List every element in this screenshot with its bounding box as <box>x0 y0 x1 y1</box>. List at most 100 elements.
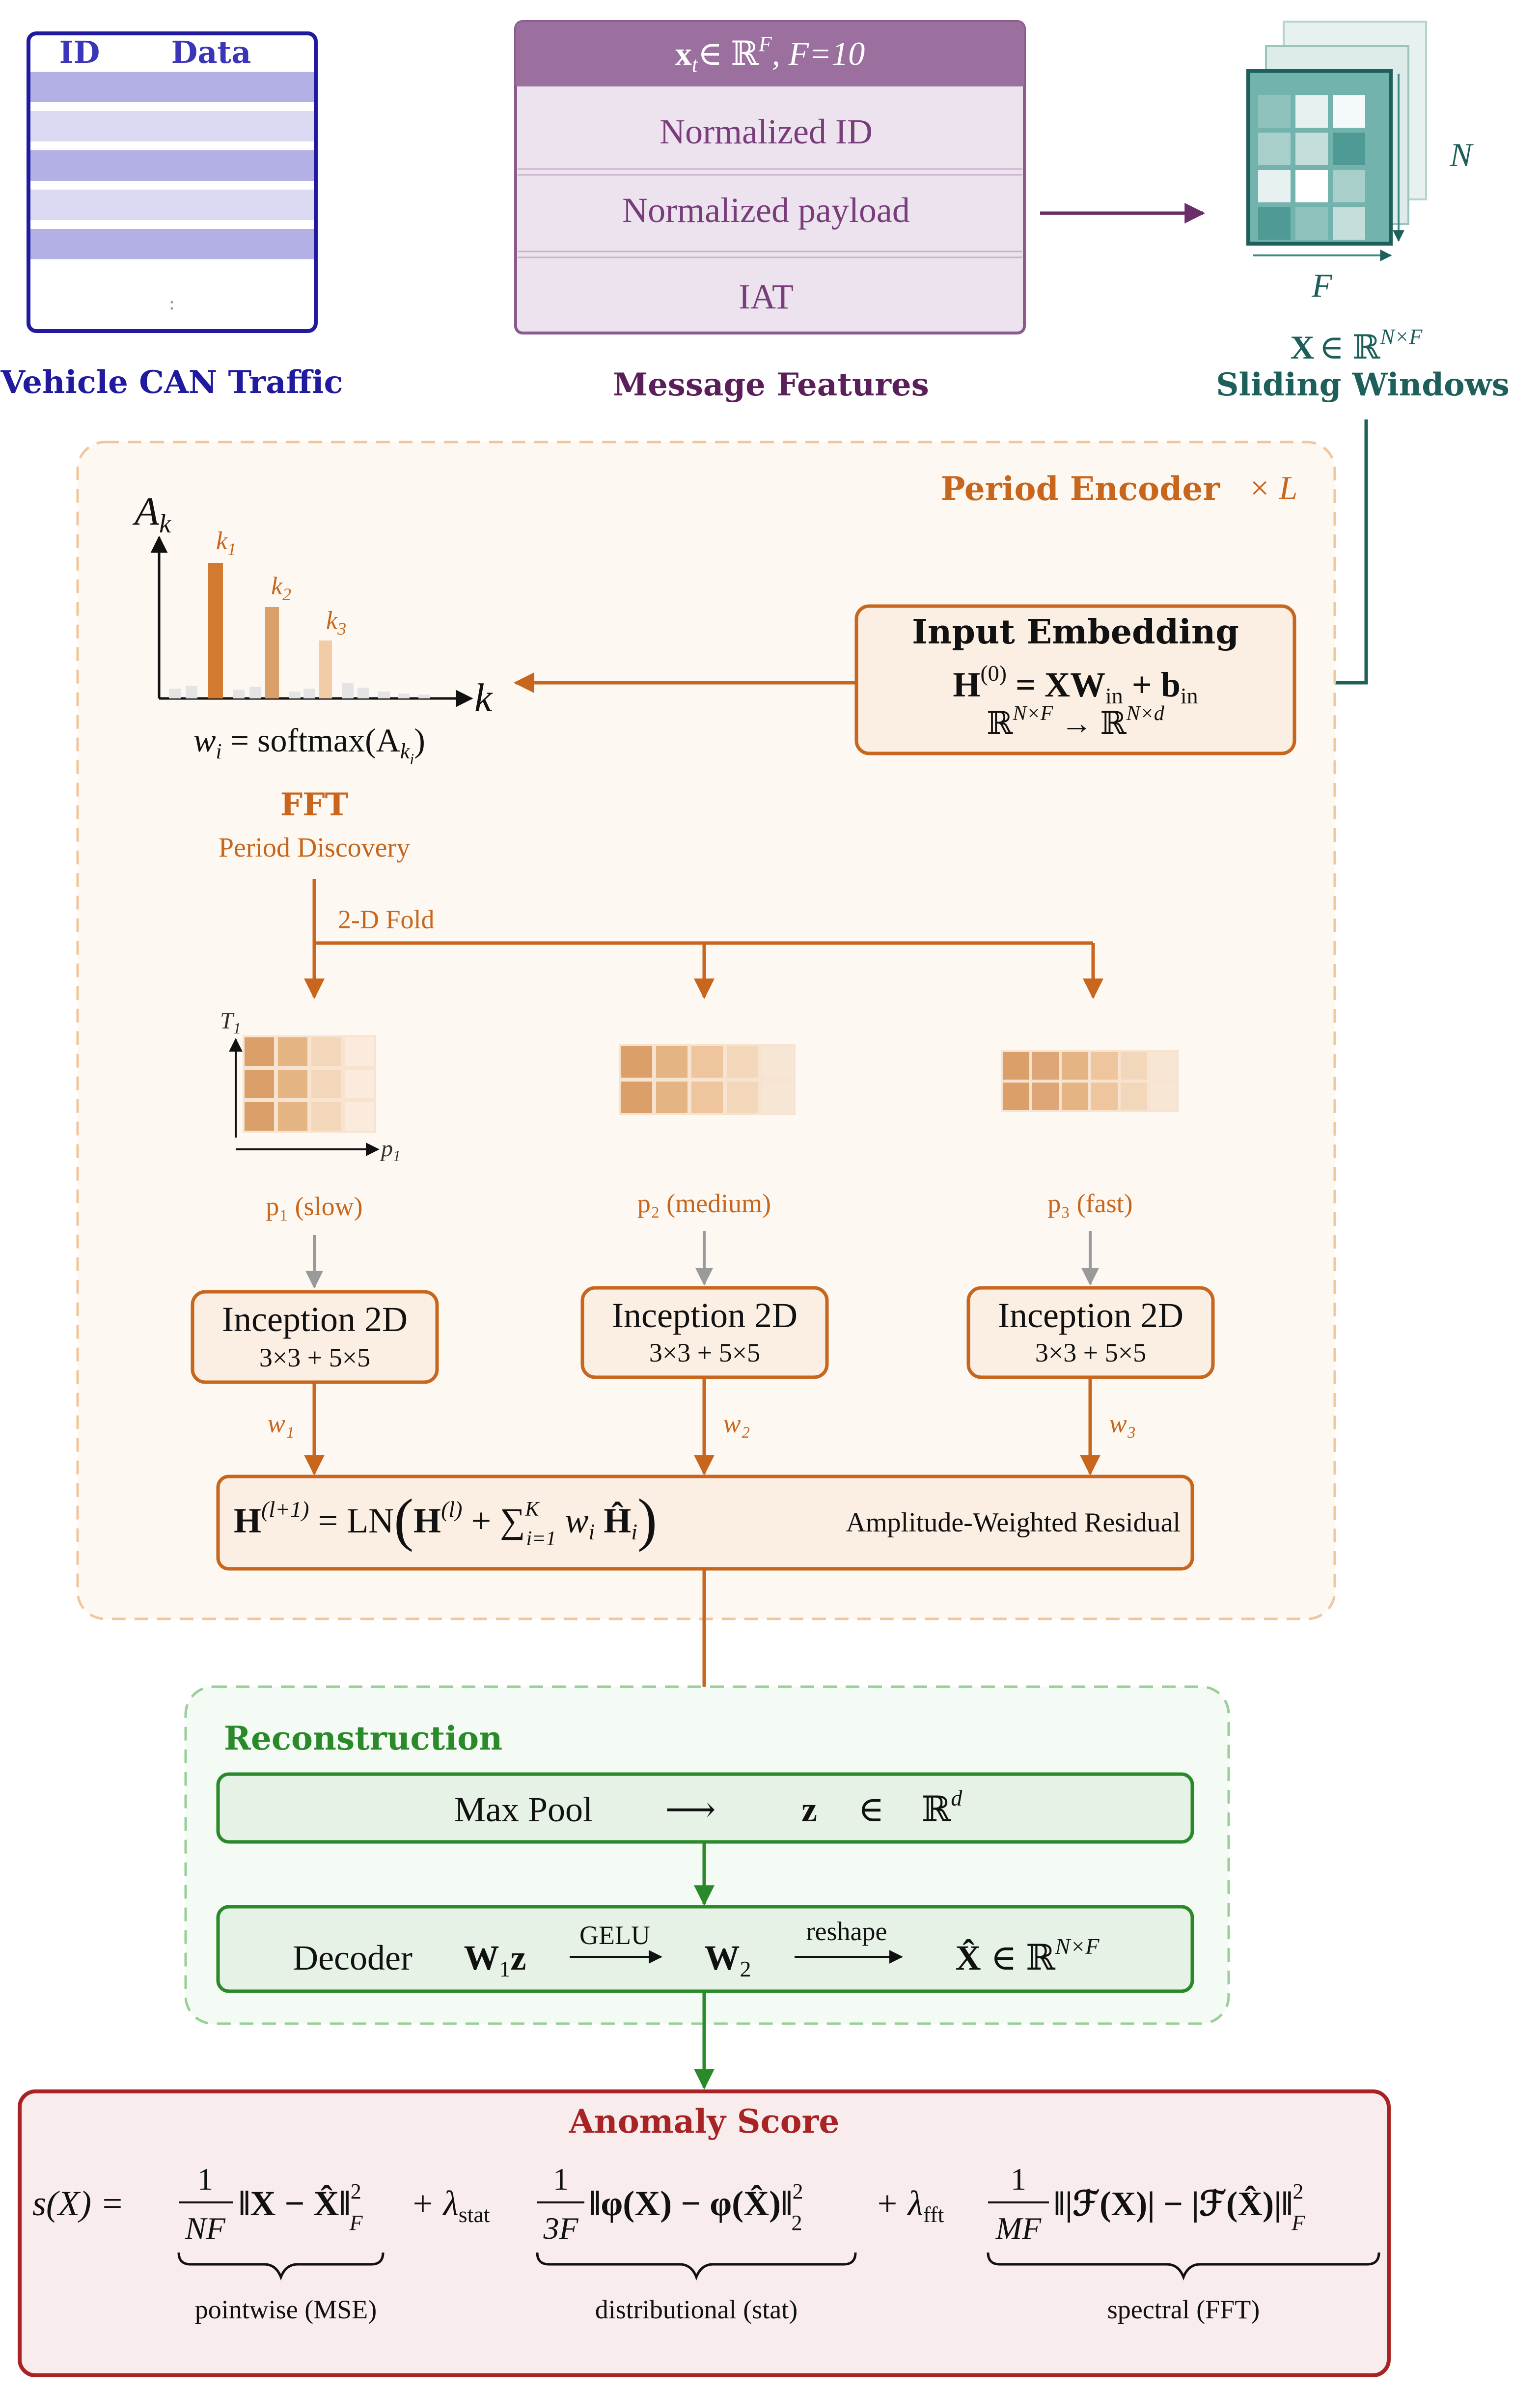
anomaly-title: Anomaly Score <box>569 2102 840 2141</box>
fold-grid-fast <box>1001 1050 1179 1112</box>
svg-text:1: 1 <box>197 2162 213 2197</box>
can-header-data: Data <box>171 34 251 70</box>
decoder-w2: W2 <box>705 1938 751 1981</box>
lambda-stat: + λstat <box>411 2184 490 2227</box>
maxpool-label: Max Pool <box>454 1790 593 1829</box>
window-math: X∈ ℝN×F <box>1291 325 1423 366</box>
svg-text:1: 1 <box>553 2162 569 2197</box>
maxpool-z: z <box>801 1790 817 1829</box>
svg-text:Inception 2D: Inception 2D <box>612 1296 798 1335</box>
decoder-xhat: X̂∈ ℝN×F <box>956 1934 1100 1977</box>
features-header: xt∈ ℝF, F=10 <box>675 32 865 77</box>
peak-bar-k1 <box>208 563 223 698</box>
svg-text:NF: NF <box>185 2211 226 2246</box>
embedding-title: Input Embedding <box>912 612 1239 652</box>
period-encoder-repeat: × L <box>1248 469 1298 506</box>
svg-text:‖X − X̂‖2F: ‖X − X̂‖2F <box>239 2179 363 2235</box>
svg-text:Inception 2D: Inception 2D <box>222 1300 408 1339</box>
sliding-windows-panel: N F X∈ ℝN×F Sliding Windows <box>1216 21 1510 403</box>
fold-axis-t: T1 <box>220 1008 241 1037</box>
decoder-label: Decoder <box>293 1938 412 1977</box>
can-traffic-panel: ID Data : Vehicle CAN Traffic <box>0 31 343 401</box>
inception-block-2: Inception 2D 3×3 + 5×5 <box>580 1286 829 1379</box>
fft-subtitle: Period Discovery <box>219 833 410 863</box>
window-cells <box>1258 95 1365 240</box>
decoder-w1z: W1z <box>464 1938 526 1981</box>
can-ellipsis: : <box>168 292 175 314</box>
svg-text:3×3 + 5×5: 3×3 + 5×5 <box>259 1343 370 1372</box>
fold-label: 2-D Fold <box>338 905 435 934</box>
svg-text:3F: 3F <box>543 2211 578 2246</box>
anomaly-lhs: s(X) = <box>32 2184 124 2223</box>
can-row <box>30 190 314 220</box>
window-label-f: F <box>1311 267 1333 304</box>
svg-text:3×3 + 5×5: 3×3 + 5×5 <box>649 1338 760 1367</box>
peak-label-k2: k2 <box>271 572 291 604</box>
features-caption: Message Features <box>613 366 929 403</box>
maxpool-in: ∈ <box>858 1790 884 1829</box>
brace-label-distributional: distributional (stat) <box>595 2295 798 2324</box>
can-row <box>30 72 314 102</box>
windows-caption: Sliding Windows <box>1216 366 1510 403</box>
period-encoder-panel: Period Encoder × L Ak k k1 k2 k3 w <box>76 441 1336 1620</box>
reconstruction-panel: Reconstruction Max Pool ⟶ z ∈ ℝd Decoder… <box>184 1685 1230 2025</box>
branch-label-medium: p₂ (medium) <box>637 1189 771 1218</box>
residual-label: Amplitude-Weighted Residual <box>846 1507 1181 1538</box>
inception-block-3: Inception 2D 3×3 + 5×5 <box>966 1286 1215 1379</box>
svg-text:3×3 + 5×5: 3×3 + 5×5 <box>1035 1338 1146 1367</box>
feature-normalized-payload: Normalized payload <box>622 191 910 230</box>
maxpool-arrow: ⟶ <box>665 1790 715 1829</box>
weight-w2: w₂ <box>723 1409 750 1438</box>
weight-w1: w₁ <box>268 1409 295 1438</box>
fold-grid-medium <box>619 1044 796 1115</box>
can-row <box>30 229 314 259</box>
lambda-fft: + λfft <box>875 2184 944 2227</box>
message-features-panel: xt∈ ℝF, F=10 Normalized ID Normalized pa… <box>514 20 1026 403</box>
fold-branching: 2-D Fold <box>304 879 1103 1000</box>
feature-normalized-id: Normalized ID <box>660 112 873 151</box>
brace-label-spectral: spectral (FFT) <box>1107 2295 1260 2324</box>
svg-text:‖|ℱ(X)| − |ℱ(X̂)|‖2F: ‖|ℱ(X)| − |ℱ(X̂)|‖2F <box>1054 2179 1305 2235</box>
window-label-n: N <box>1449 136 1474 173</box>
fold-axis-p: p1 <box>380 1136 401 1165</box>
spectrum-axis-x: k <box>474 675 493 720</box>
anomaly-frame <box>18 2089 1391 2377</box>
inception-block-1: Inception 2D 3×3 + 5×5 <box>191 1290 439 1384</box>
svg-text:MF: MF <box>995 2211 1042 2246</box>
can-row <box>30 111 314 141</box>
spectrum-axis-y: Ak <box>132 489 171 538</box>
reconstruction-title: Reconstruction <box>224 1719 502 1757</box>
svg-text:Inception 2D: Inception 2D <box>998 1296 1183 1335</box>
can-row <box>30 150 314 181</box>
brace-label-pointwise: pointwise (MSE) <box>195 2295 377 2324</box>
softmax-weight-formula: wi = softmax(Aki) <box>193 722 425 768</box>
input-embedding-block: Input Embedding H(0) = XWin + bin ℝN×F →… <box>854 604 1296 755</box>
period-encoder-title: Period Encoder <box>941 470 1220 508</box>
peak-bar-k2 <box>265 607 279 698</box>
fold-grid-slow: T1 p1 <box>220 1008 401 1165</box>
svg-text:1: 1 <box>1011 2162 1026 2197</box>
fft-spectrum-plot: Ak k k1 k2 k3 <box>132 489 493 720</box>
branch-label-slow: p₁ (slow) <box>266 1192 362 1221</box>
embedding-dims: ℝN×F → ℝN×d <box>987 702 1165 741</box>
can-caption: Vehicle CAN Traffic <box>0 364 343 401</box>
feature-iat: IAT <box>739 277 794 316</box>
maxpool-rd: ℝd <box>922 1785 963 1829</box>
peak-bar-k3 <box>319 640 332 698</box>
branch-label-fast: p₃ (fast) <box>1047 1189 1132 1218</box>
peak-label-k1: k1 <box>216 527 236 559</box>
fft-title: FFT <box>280 786 349 823</box>
weight-w3: w₃ <box>1109 1409 1136 1438</box>
decoder-gelu: GELU <box>579 1920 650 1950</box>
embedding-formula: H(0) = XWin + bin <box>953 661 1198 708</box>
decoder-reshape: reshape <box>806 1917 887 1946</box>
can-header-id: ID <box>59 34 100 70</box>
peak-label-k3: k3 <box>326 607 346 639</box>
